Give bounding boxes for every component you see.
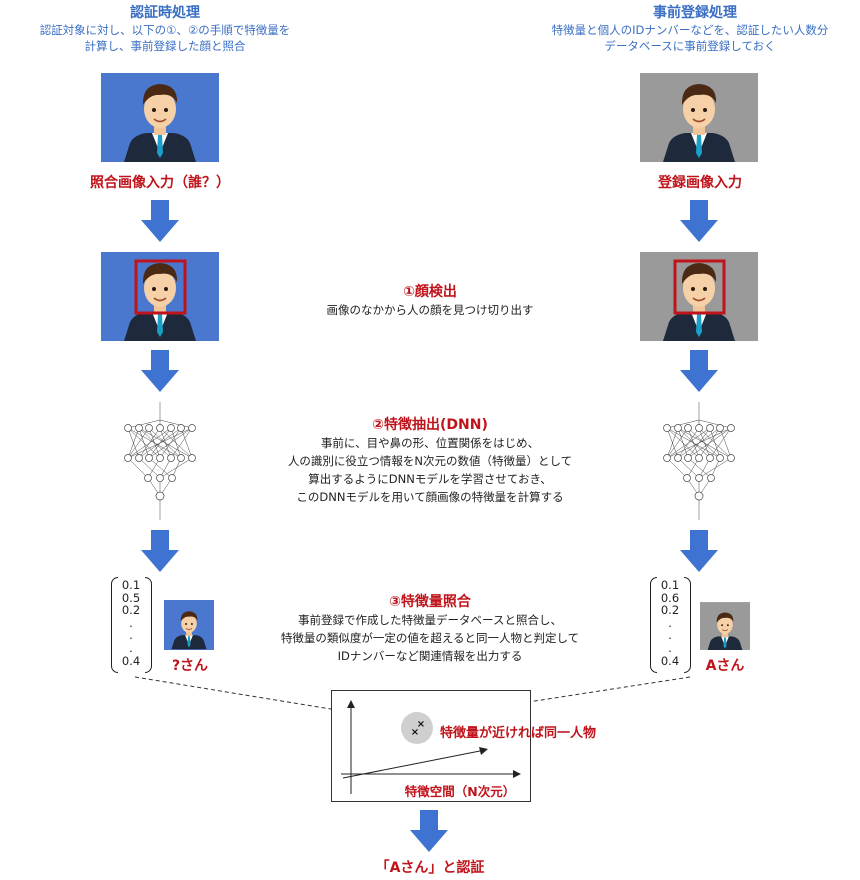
step-title: ①顔検出: [403, 284, 457, 300]
face-detection-box: [673, 259, 726, 315]
left-description: 認証対象に対し、以下の①、②の手順で特徴量を 計算し、事前登録した顔と照合: [0, 22, 330, 54]
right-input-photo: [640, 73, 758, 162]
left-feature-vector: 0.1 0.5 0.2 . . . 0.4: [117, 579, 145, 667]
vector-value: 0.4: [121, 653, 141, 668]
left-description-line-2: 計算し、事前登録した顔と照合: [84, 39, 246, 53]
similarity-region: [401, 712, 433, 744]
vector-value: 0.4: [660, 653, 680, 668]
vector-ellipsis: .: [668, 615, 672, 630]
right-person-label: Aさん: [705, 658, 745, 674]
left-input-photo: [101, 73, 219, 162]
businessman-illustration: [640, 252, 758, 341]
vector-value: 0.6: [660, 590, 680, 605]
right-description-line-1: 特徴量と個人のIDナンバーなどを、認証したい人数分: [551, 23, 829, 37]
vector-ellipsis: .: [129, 628, 133, 643]
step-line: このDNNモデルを用いて顔画像の特徴量を計算する: [296, 490, 564, 504]
svg-text:×: ×: [417, 719, 425, 730]
vector-bracket-left: [111, 577, 118, 673]
feature-space-axis-label: 特徴空間（N次元）: [404, 784, 516, 799]
vector-bracket-left: [650, 577, 657, 673]
right-person-thumbnail: [700, 602, 750, 650]
right-input-label: 登録画像入力: [658, 175, 742, 191]
businessman-illustration: [164, 600, 214, 650]
vector-ellipsis: .: [129, 615, 133, 630]
left-heading: 認証時処理: [130, 5, 200, 21]
right-feature-vector: 0.1 0.6 0.2 . . . 0.4: [656, 579, 684, 667]
vector-value: 0.2: [121, 603, 141, 618]
left-person-thumbnail: [164, 600, 214, 650]
right-detect-photo: [640, 252, 758, 341]
businessman-illustration: [101, 252, 219, 341]
vector-value: 0.2: [660, 603, 680, 618]
step-line: 事前登録で作成した特徴量データベースと照合し、: [298, 613, 562, 627]
down-arrow-icon: [141, 530, 179, 572]
vector-ellipsis: .: [668, 628, 672, 643]
left-person-label: ?さん: [171, 658, 209, 674]
feature-space-box: [331, 690, 531, 802]
right-description-line-2: データベースに事前登録しておく: [604, 39, 776, 53]
vector-value: 0.1: [660, 578, 680, 592]
step-title: ②特徴抽出(DNN): [372, 417, 488, 433]
neural-network-icon: [663, 402, 735, 520]
neural-network-icon: [124, 402, 196, 520]
down-arrow-icon: [680, 350, 718, 392]
authentication-result: 「Aさん」と認証: [375, 860, 485, 876]
vector-ellipsis: .: [129, 640, 133, 655]
businessman-illustration: [640, 73, 758, 162]
svg-text:×: ×: [411, 727, 419, 738]
step-line: 事前に、目や鼻の形、位置関係をはじめ、: [320, 436, 540, 450]
down-arrow-icon: [680, 530, 718, 572]
down-arrow-icon: [141, 350, 179, 392]
left-description-line-1: 認証対象に対し、以下の①、②の手順で特徴量を: [39, 23, 291, 37]
face-detection-box: [134, 259, 187, 315]
vector-ellipsis: .: [668, 640, 672, 655]
right-heading: 事前登録処理: [653, 5, 737, 21]
step-line: 人の識別に役立つ情報をN次元の数値（特徴量）として: [287, 454, 573, 468]
step-face-detection: ①顔検出 画像のなかから人の顔を見つけ切り出す: [255, 281, 605, 319]
near-same-person-label: 特徴量が近ければ同一人物: [440, 726, 597, 741]
step-feature-matching: ③特徴量照合 事前登録で作成した特徴量データベースと照合し、 特徴量の類似度が一…: [235, 591, 625, 665]
vector-value: 0.5: [121, 590, 141, 605]
feature-space-axes: × ×: [341, 700, 521, 794]
down-arrow-icon: [141, 200, 179, 242]
step-title: ③特徴量照合: [389, 594, 471, 610]
businessman-illustration: [101, 73, 219, 162]
right-description: 特徴量と個人のIDナンバーなどを、認証したい人数分 データベースに事前登録してお…: [520, 22, 860, 54]
step-line: 画像のなかから人の顔を見つけ切り出す: [326, 303, 534, 317]
vector-value: 0.1: [121, 578, 141, 592]
down-arrow-icon: [410, 810, 448, 852]
left-detect-photo: [101, 252, 219, 341]
businessman-illustration: [700, 602, 750, 650]
step-line: IDナンバーなど関連情報を出力する: [337, 649, 523, 663]
step-line: 算出するようにDNNモデルを学習させておき、: [308, 472, 552, 486]
down-arrow-icon: [680, 200, 718, 242]
step-line: 特徴量の類似度が一定の値を超えると同一人物と判定して: [280, 631, 580, 645]
step-feature-extraction: ②特徴抽出(DNN) 事前に、目や鼻の形、位置関係をはじめ、 人の識別に役立つ情…: [235, 414, 625, 506]
left-input-label: 照合画像入力（誰？）: [90, 175, 230, 191]
